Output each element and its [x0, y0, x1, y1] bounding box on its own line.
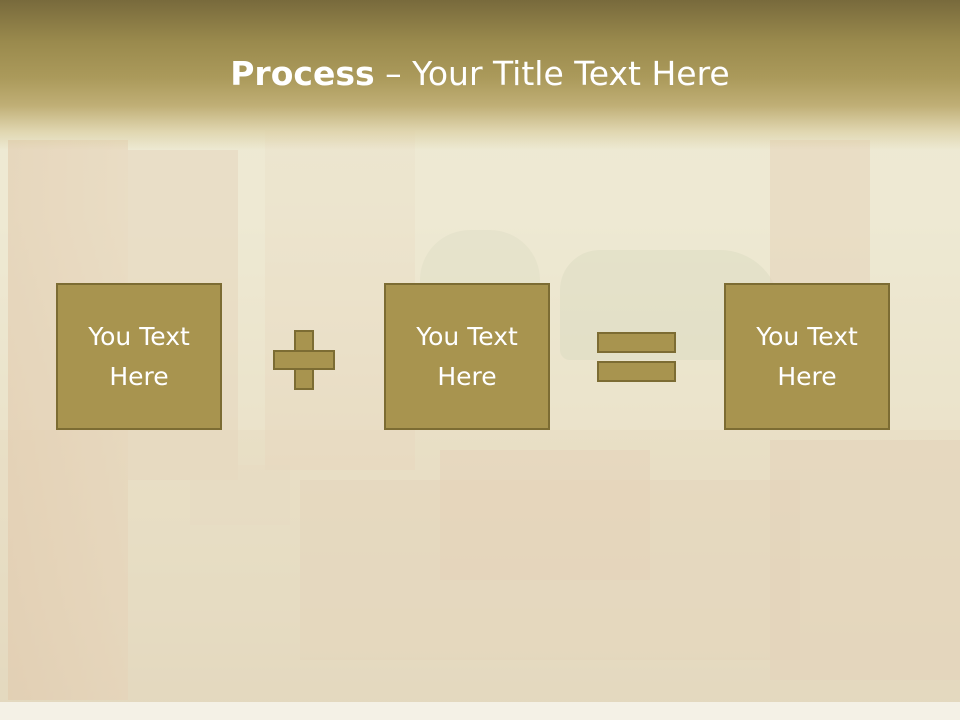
equals-bar-top	[597, 332, 676, 353]
text-box-1-label: You Text Here	[88, 321, 190, 391]
equals-bar-bottom	[597, 361, 676, 382]
title-bold: Process	[230, 54, 375, 93]
text-box-2-label: You Text Here	[416, 321, 518, 391]
title-band: Process – Your Title Text Here	[0, 0, 960, 150]
text-box-1[interactable]: You Text Here	[56, 283, 222, 430]
text-box-2[interactable]: You Text Here	[384, 283, 550, 430]
text-box-3[interactable]: You Text Here	[724, 283, 890, 430]
title-rest: – Your Title Text Here	[374, 54, 730, 93]
text-box-3-label: You Text Here	[756, 321, 858, 391]
plus-icon	[273, 330, 335, 390]
slide-title[interactable]: Process – Your Title Text Here	[0, 52, 960, 96]
